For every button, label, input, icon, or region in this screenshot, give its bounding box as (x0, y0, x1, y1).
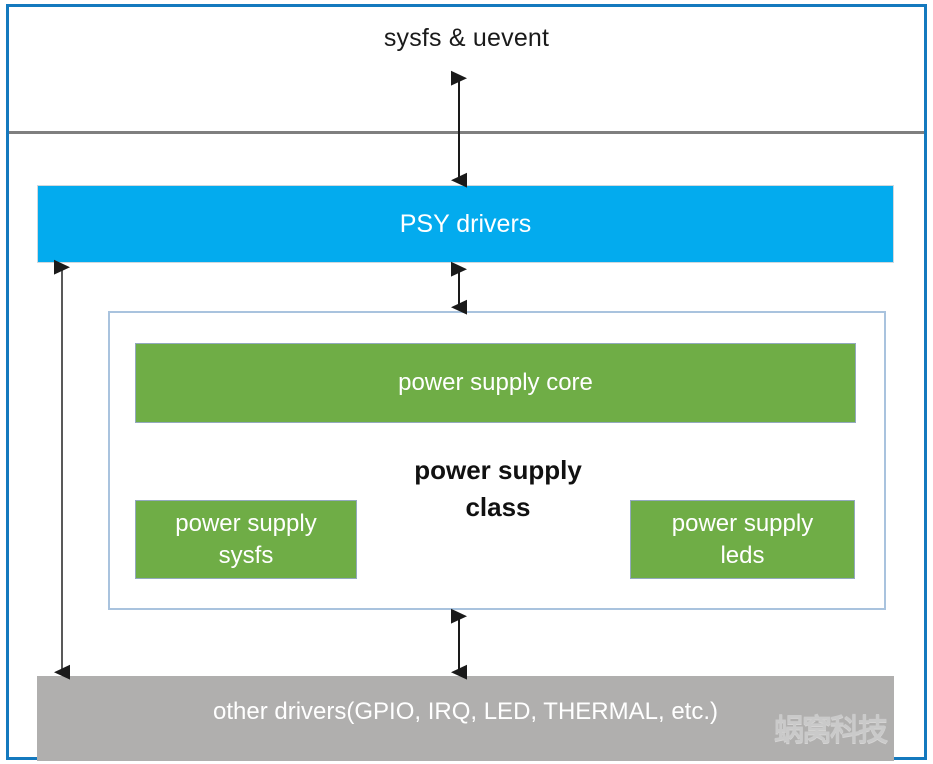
power-supply-sysfs-label-line2: sysfs (218, 541, 274, 569)
power-supply-sysfs-box[interactable]: power supply sysfs (135, 500, 357, 579)
power-supply-leds-box[interactable]: power supply leds (630, 500, 855, 579)
power-supply-class-label-line1: power supply (414, 455, 582, 485)
sysfs-uevent-caption: sysfs & uevent (383, 24, 550, 52)
power-supply-class-label-line2: class (465, 491, 531, 522)
power-supply-sysfs-label-line1: power supply (175, 509, 317, 537)
other-drivers-label: other drivers(GPIO, IRQ, LED, THERMAL, e… (212, 697, 718, 725)
psy-drivers-label: PSY drivers (399, 209, 532, 238)
other-drivers-box[interactable]: other drivers(GPIO, IRQ, LED, THERMAL, e… (37, 676, 894, 761)
power-supply-core-box[interactable]: power supply core (135, 343, 856, 423)
watermark-text: 蜗窝科技 (774, 714, 888, 747)
power-supply-class-label: power supply class (368, 452, 628, 526)
power-supply-leds-label-line1: power supply (671, 509, 814, 537)
psy-drivers-box[interactable]: PSY drivers (37, 185, 894, 263)
userspace-kernel-divider (9, 131, 924, 134)
power-supply-leds-label: power supply leds (672, 508, 813, 571)
power-supply-core-label: power supply core (398, 369, 593, 397)
power-supply-sysfs-label: power supply sysfs (175, 508, 316, 571)
power-supply-leds-label-line2: leds (720, 541, 765, 569)
